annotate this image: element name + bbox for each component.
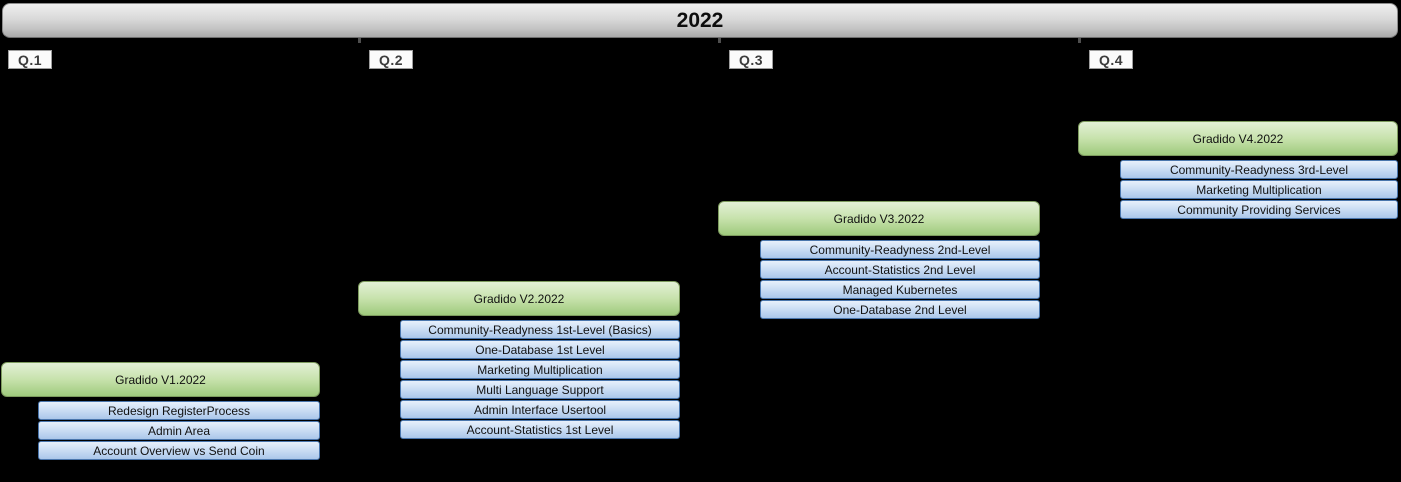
quarter-label-q2: Q.2 bbox=[369, 50, 413, 69]
year-header: 2022 bbox=[2, 3, 1398, 38]
roadmap-item: Redesign RegisterProcess bbox=[38, 401, 320, 420]
roadmap-item: One-Database 2nd Level bbox=[760, 300, 1040, 319]
roadmap-item: Admin Interface Usertool bbox=[400, 400, 680, 419]
quarter-label-q3: Q.3 bbox=[729, 50, 773, 69]
roadmap-item: Multi Language Support bbox=[400, 380, 680, 399]
roadmap-item: Marketing Multiplication bbox=[400, 360, 680, 379]
roadmap-item: Community-Readyness 3rd-Level bbox=[1120, 160, 1398, 179]
release-box-v2: Gradido V2.2022 bbox=[358, 281, 680, 316]
roadmap-item: Account Overview vs Send Coin bbox=[38, 441, 320, 460]
roadmap-item: Community-Readyness 1st-Level (Basics) bbox=[400, 320, 680, 339]
quarter-tick bbox=[718, 38, 721, 43]
quarter-tick bbox=[1078, 38, 1081, 43]
year-title: 2022 bbox=[676, 8, 724, 32]
roadmap-item: Community-Readyness 2nd-Level bbox=[760, 240, 1040, 259]
quarter-label-q1: Q.1 bbox=[8, 50, 52, 69]
roadmap-item: Account-Statistics 1st Level bbox=[400, 420, 680, 439]
release-box-v4: Gradido V4.2022 bbox=[1078, 121, 1398, 156]
roadmap-item: Admin Area bbox=[38, 421, 320, 440]
roadmap-item: Managed Kubernetes bbox=[760, 280, 1040, 299]
roadmap-item: Community Providing Services bbox=[1120, 200, 1398, 219]
roadmap-item: Marketing Multiplication bbox=[1120, 180, 1398, 199]
release-box-v1: Gradido V1.2022 bbox=[1, 362, 320, 397]
roadmap-item: One-Database 1st Level bbox=[400, 340, 680, 359]
release-box-v3: Gradido V3.2022 bbox=[718, 201, 1040, 236]
quarter-tick bbox=[358, 38, 361, 43]
roadmap-item: Account-Statistics 2nd Level bbox=[760, 260, 1040, 279]
quarter-label-q4: Q.4 bbox=[1089, 50, 1133, 69]
